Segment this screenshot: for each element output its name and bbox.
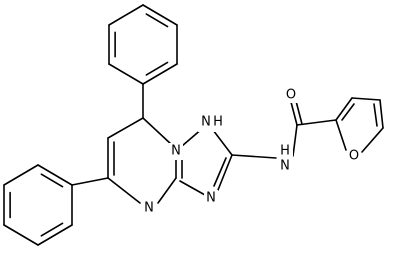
c7-c6-bond — [107, 117, 144, 139]
carbonyl-double-bond-b — [295, 100, 303, 125]
furan-c3-c2-double-bond — [335, 97, 353, 121]
nh-carbonyl-bond — [292, 124, 298, 157]
amide-h-label: H — [280, 144, 290, 159]
c5-phenyl-bond — [71, 177, 109, 186]
furan-c2-o-bond — [335, 119, 347, 151]
furan-c3-c2-inner-bond — [341, 103, 355, 121]
triazole-nitrogen-label: N — [206, 191, 216, 206]
triazole-nh-nitrogen-label: N — [201, 115, 211, 130]
c2-n3-inner-bond — [213, 157, 227, 187]
top-phenyl-bond — [108, 4, 144, 26]
bottom-phenyl-inner-bond — [40, 222, 64, 237]
bottom-phenyl-bond — [37, 164, 73, 186]
pyrimidine-nitrogen-label: N — [144, 201, 154, 216]
furan-oxygen-label: O — [349, 149, 359, 164]
carbonyl-oxygen-label: O — [286, 88, 296, 103]
amide-nitrogen-label: N — [280, 159, 290, 174]
carbonyl-double-bond-a — [290, 101, 298, 126]
top-phenyl-bond — [108, 63, 144, 85]
bottom-phenyl-bond — [3, 224, 39, 246]
top-phenyl-bond — [142, 63, 178, 85]
bottom-phenyl-bond — [3, 164, 39, 186]
c5-n4-bond — [107, 177, 141, 204]
carbonyl-furan-bond — [296, 119, 337, 126]
c2-n3-double-bond — [217, 154, 233, 191]
n4-c3a-bond — [157, 177, 177, 204]
furan-c5-c4-inner-bond — [373, 103, 378, 127]
furan-o-c5-bond — [361, 127, 384, 153]
top-phenyl-inner-bond — [145, 13, 169, 28]
n1h-c2-bond — [212, 129, 233, 156]
top-phenyl-bond — [142, 4, 178, 26]
triazole-nh-hydrogen-label: H — [213, 115, 223, 130]
bottom-phenyl-inner-bond — [40, 173, 64, 188]
c2-nh-bond — [231, 154, 277, 159]
furan-c4-c3-bond — [351, 97, 381, 101]
top-phenyl-inner-bond — [145, 61, 169, 76]
furan-c5-c4-double-bond — [379, 99, 384, 129]
n3-c3a-bond — [179, 180, 206, 196]
c7-n-bond — [142, 117, 173, 146]
bottom-phenyl-bond — [37, 224, 73, 246]
bridgehead-nitrogen-label: N — [171, 144, 181, 159]
